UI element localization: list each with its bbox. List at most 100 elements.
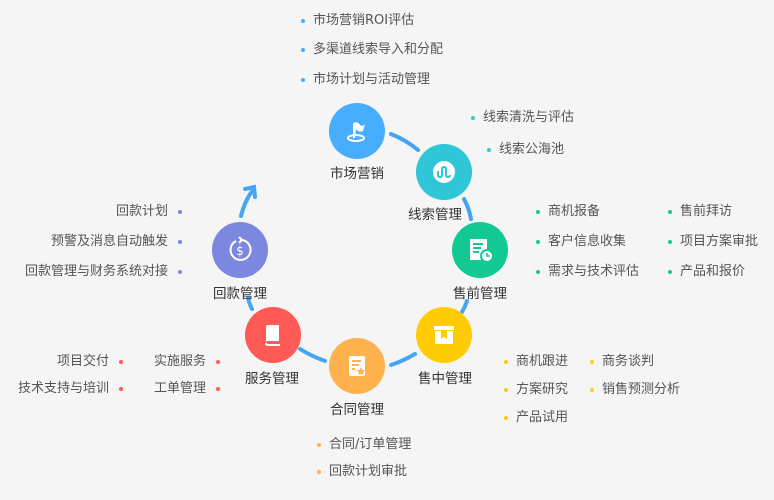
- bullet-icon: [216, 387, 220, 391]
- item-text: 预警及消息自动触发: [50, 234, 168, 249]
- service-node[interactable]: [245, 307, 301, 363]
- bullet-icon: [119, 387, 123, 391]
- item-text: 售前拜访: [680, 204, 733, 219]
- bullet-icon: [178, 240, 182, 244]
- item-text: 回款计划审批: [329, 464, 408, 479]
- bullet-icon: [216, 360, 220, 364]
- presale-item: 产品和报价: [668, 264, 746, 280]
- item-text: 商务谈判: [602, 354, 655, 369]
- midsale-item: 产品试用: [504, 410, 569, 426]
- bullet-icon: [668, 240, 672, 244]
- contract-star-icon: [349, 356, 366, 376]
- item-text: 工单管理: [153, 381, 206, 396]
- leads-item: 线索公海池: [487, 142, 564, 158]
- bullet-icon: [317, 470, 321, 474]
- presale-node[interactable]: [452, 222, 508, 278]
- bullet-icon: [178, 270, 182, 274]
- midsale-item: 商机跟进: [504, 354, 569, 370]
- contract-item: 回款计划审批: [317, 464, 408, 480]
- bullet-icon: [487, 148, 491, 152]
- bullet-icon: [590, 388, 594, 392]
- marketing-item: 市场营销ROI评估: [301, 13, 415, 29]
- payment-item: 回款管理与财务系统对接: [24, 264, 182, 280]
- arc-presale-midsale: [460, 299, 469, 314]
- arrow-head-icon: [243, 184, 257, 199]
- presale-item: 商机报备: [536, 204, 601, 220]
- box-icon: [434, 326, 454, 344]
- payment-item: 预警及消息自动触发: [50, 234, 182, 250]
- bullet-icon: [471, 116, 475, 120]
- item-text: 技术支持与培训: [17, 381, 109, 396]
- bullet-icon: [301, 48, 305, 52]
- midsale-item: 方案研究: [504, 382, 569, 398]
- midsale-label: 售中管理: [418, 371, 472, 387]
- leads-label: 线索管理: [408, 207, 462, 223]
- item-text: 方案研究: [516, 382, 569, 397]
- item-text: 客户信息收集: [548, 234, 627, 249]
- item-text: 回款管理与财务系统对接: [24, 264, 168, 279]
- item-text: 项目交付: [56, 354, 109, 369]
- bullet-icon: [590, 360, 594, 364]
- item-text: 产品试用: [516, 410, 569, 425]
- flag-icon: [347, 122, 365, 142]
- item-text: 销售预测分析: [602, 382, 681, 397]
- item-text: 回款计划: [115, 204, 168, 219]
- arc-marketing-leads: [389, 132, 420, 152]
- midsale-node[interactable]: [416, 307, 472, 363]
- arc-leads-presale: [462, 197, 473, 221]
- bullet-icon: [119, 360, 123, 364]
- item-text: 项目方案审批: [680, 234, 759, 249]
- contract-label: 合同管理: [330, 402, 384, 418]
- document-clock-icon: [470, 239, 494, 263]
- bullet-icon: [504, 388, 508, 392]
- payment-label: 回款管理: [213, 286, 267, 302]
- presale-item: 售前拜访: [668, 204, 733, 220]
- item-text: 商机报备: [548, 204, 601, 219]
- bullet-icon: [536, 210, 540, 214]
- bullet-icon: [668, 210, 672, 214]
- bullet-icon: [668, 270, 672, 274]
- item-text: 市场计划与活动管理: [313, 72, 431, 87]
- bullet-icon: [504, 360, 508, 364]
- service-item: 实施服务: [153, 354, 220, 370]
- service-item: 技术支持与培训: [17, 381, 123, 397]
- item-text: 需求与技术评估: [548, 264, 640, 279]
- presale-item: 项目方案审批: [668, 234, 759, 250]
- service-label: 服务管理: [245, 371, 299, 387]
- presale-item: 需求与技术评估: [536, 264, 640, 280]
- presale-label: 售前管理: [453, 286, 507, 302]
- bullet-icon: [317, 443, 321, 447]
- bullet-icon: [178, 210, 182, 214]
- item-text: 市场营销ROI评估: [313, 13, 415, 28]
- bullet-icon: [301, 19, 305, 23]
- contract-item: 合同/订单管理: [317, 437, 411, 453]
- item-text: 实施服务: [153, 354, 206, 369]
- payment-node[interactable]: $: [212, 222, 268, 278]
- route-icon: [433, 161, 455, 183]
- service-item: 工单管理: [153, 381, 220, 397]
- leads-item: 线索清洗与评估: [471, 110, 575, 126]
- bullet-icon: [504, 416, 508, 420]
- presale-item: 客户信息收集: [536, 234, 627, 250]
- marketing-node[interactable]: [329, 103, 385, 159]
- leads-node[interactable]: [416, 144, 472, 200]
- item-text: 商机跟进: [516, 354, 569, 369]
- marketing-item: 多渠道线索导入和分配: [301, 42, 444, 58]
- payment-item: 回款计划: [115, 204, 182, 220]
- arc-payment-marketing: [239, 188, 255, 218]
- svg-text:$: $: [236, 244, 244, 258]
- marketing-item: 市场计划与活动管理: [301, 72, 431, 88]
- midsale-item: 销售预测分析: [590, 382, 681, 398]
- arc-service-payment: [246, 296, 254, 311]
- item-text: 产品和报价: [680, 264, 746, 279]
- arc-contract-service: [298, 347, 327, 363]
- contract-node[interactable]: [329, 338, 385, 394]
- bullet-icon: [536, 270, 540, 274]
- item-text: 多渠道线索导入和分配: [313, 42, 444, 57]
- book-icon: [265, 325, 280, 346]
- item-text: 线索清洗与评估: [483, 110, 575, 125]
- bullet-icon: [301, 78, 305, 82]
- dollar-refresh-icon: $: [229, 236, 252, 261]
- midsale-item: 商务谈判: [590, 354, 655, 370]
